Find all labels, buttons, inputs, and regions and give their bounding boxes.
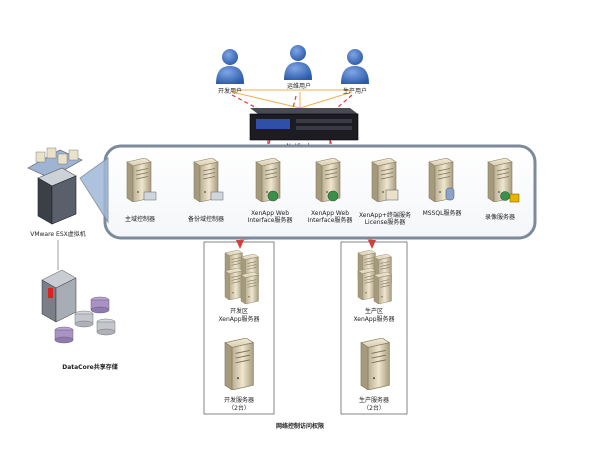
server-backup: 备份域控制器 (188, 158, 224, 223)
svg-text:XenApp Web: XenApp Web (251, 210, 289, 217)
svg-text:XenApp+终端服务: XenApp+终端服务 (359, 211, 411, 219)
server-xa-web1: XenApp Web Interface服务器 (248, 158, 293, 224)
netscaler-appliance: NetScaler (249, 108, 359, 150)
svg-text:生产用户: 生产用户 (343, 87, 367, 95)
svg-text:XenApp Web: XenApp Web (311, 210, 349, 217)
svg-text:备份域控制器: 备份域控制器 (188, 215, 224, 223)
globe-icon (500, 191, 510, 201)
svg-text:Interface服务器: Interface服务器 (248, 216, 293, 224)
svg-text:XenApp服务器: XenApp服务器 (218, 315, 259, 323)
datacore-storage: DataCore共享存储 (41, 240, 118, 371)
svg-text:DataCore共享存储: DataCore共享存储 (62, 363, 118, 371)
svg-text:Interface服务器: Interface服务器 (308, 216, 353, 224)
svg-text:MSSQL服务器: MSSQL服务器 (423, 209, 462, 217)
svg-text:录像服务器: 录像服务器 (485, 213, 515, 221)
svg-text:VMware ESX虚拟机: VMware ESX虚拟机 (30, 230, 86, 238)
server-mssql: MSSQL服务器 (423, 158, 462, 217)
svg-text:开发服务器: 开发服务器 (224, 396, 254, 404)
svg-text:生产服务器: 生产服务器 (359, 396, 389, 404)
globe-icon (267, 190, 279, 202)
user-ops: 运维用户 (284, 45, 312, 90)
svg-text:（2台）: （2台） (228, 404, 250, 412)
globe-icon (327, 190, 339, 202)
vmware-host: VMware ESX虚拟机 (27, 147, 86, 238)
document-icon (385, 189, 399, 201)
server-xa-web2: XenApp Web Interface服务器 (308, 158, 353, 224)
svg-text:主域控制器: 主域控制器 (125, 215, 155, 223)
server-main: 主域控制器 (125, 158, 157, 223)
prod-zone: 生产区 XenApp服务器 生产服务器 （2台） (340, 241, 408, 415)
user-dev: 开发用户 (216, 49, 244, 95)
svg-text:License服务器: License服务器 (365, 218, 406, 226)
svg-text:XenApp服务器: XenApp服务器 (353, 315, 394, 323)
server-record: 录像服务器 (485, 158, 520, 221)
svg-text:开发用户: 开发用户 (218, 87, 242, 95)
database-icon (445, 187, 455, 201)
camera-icon (509, 193, 520, 203)
dev-zone: 开发区 XenApp服务器 开发服务器 （2台） (203, 241, 275, 415)
user-icon (284, 45, 312, 80)
svg-text:开发区: 开发区 (230, 307, 248, 315)
svg-text:运维用户: 运维用户 (287, 82, 311, 90)
user-prod: 生产用户 (341, 49, 369, 95)
user-icon (341, 49, 369, 84)
server-row: 主域控制器 备份域控制器 XenApp Web Interface服务器 Xen… (125, 158, 520, 226)
diagram-caption: 网络控制访问权限 (276, 422, 324, 430)
server-xa-lic: XenApp+终端服务 License服务器 (359, 158, 411, 226)
user-icon (216, 49, 244, 84)
panel-pointer (79, 157, 109, 224)
svg-text:（2台）: （2台） (363, 404, 385, 412)
svg-text:生产区: 生产区 (365, 307, 383, 315)
